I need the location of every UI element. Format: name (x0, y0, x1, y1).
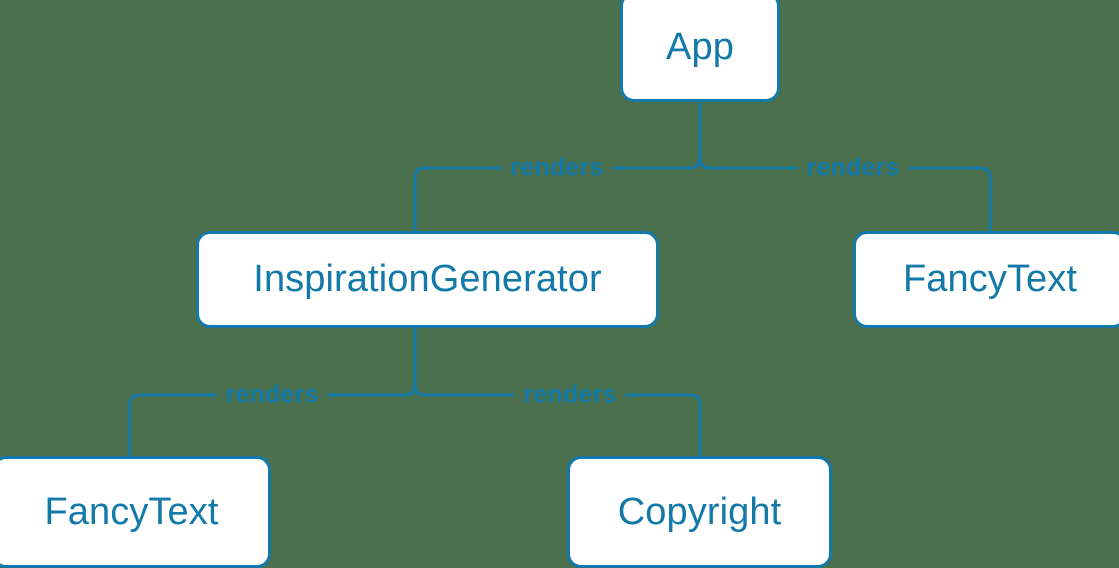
edge-label-app-to-fancytext-right: renders (797, 155, 909, 181)
node-inspiration-generator[interactable]: InspirationGenerator (196, 231, 659, 328)
node-fancytext-right[interactable]: FancyText (853, 231, 1119, 328)
node-inspiration-generator-label: InspirationGenerator (253, 258, 602, 300)
node-fancytext-bottom-label: FancyText (44, 490, 219, 533)
edge-inspiration-generator-to-fancytext-bottom (128, 383, 417, 458)
edge-app-to-inspiration-generator (413, 156, 702, 233)
node-fancytext-right-label: FancyText (902, 258, 1078, 300)
edge-inspiration-generator-to-copyright (413, 383, 702, 458)
node-copyright[interactable]: Copyright (567, 456, 832, 568)
node-app-label: App (666, 25, 734, 68)
node-app[interactable]: App (620, 0, 780, 102)
edge-label-app-to-inspiration-generator: renders (501, 155, 613, 181)
node-copyright-label: Copyright (617, 490, 782, 533)
node-fancytext-bottom[interactable]: FancyText (0, 456, 271, 568)
edge-label-inspiration-generator-to-fancytext-bottom: renders (216, 382, 328, 408)
edge-app-to-fancytext-right (698, 156, 992, 233)
edge-label-inspiration-generator-to-copyright: renders (514, 382, 626, 408)
